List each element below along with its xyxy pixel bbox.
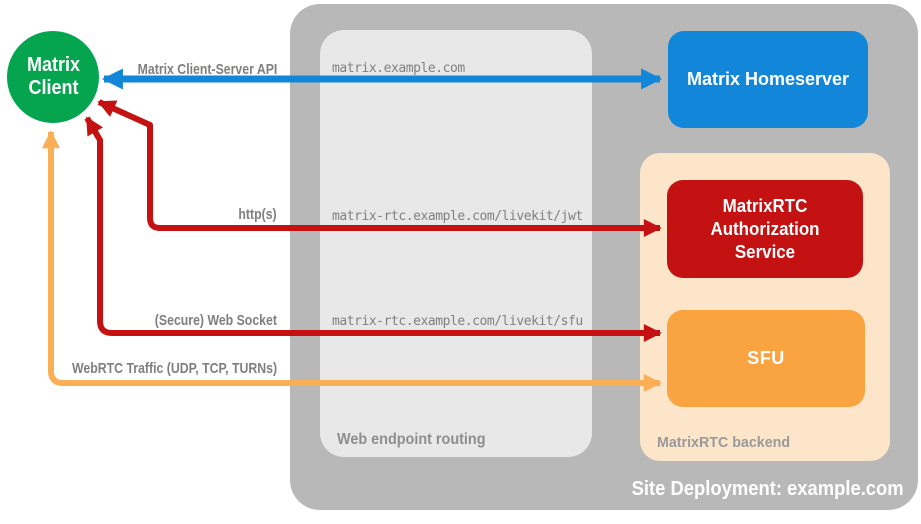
sfu-node: SFU [667, 310, 865, 407]
endpoint-matrix-example-com: matrix.example.com [332, 61, 465, 76]
site-deployment-container: matrix.example.com matrix-rtc.example.co… [290, 4, 918, 510]
client-server-api-arrow-label: Matrix Client-Server API [137, 61, 277, 78]
webrtc-arrow-label: WebRTC Traffic (UDP, TCP, TURNs) [71, 360, 277, 377]
http-arrow-label: http(s) [238, 206, 277, 223]
matrixrtc-backend-container: MatrixRTC Authorization Service SFU Matr… [640, 153, 890, 461]
auth-service-label-line1: MatrixRTC [722, 195, 808, 216]
site-deployment-label: Site Deployment: example.com [631, 478, 904, 500]
endpoint-livekit-sfu: matrix-rtc.example.com/livekit/sfu [332, 314, 583, 329]
matrix-homeserver-node: Matrix Homeserver [668, 31, 868, 128]
matrix-client-label-line1: Matrix [26, 54, 80, 76]
matrix-client-node: Matrix Client [7, 31, 99, 123]
websocket-arrow-label: (Secure) Web Socket [154, 312, 277, 329]
auth-service-label-line3: Service [734, 241, 796, 262]
matrix-client-label-line2: Client [27, 77, 79, 99]
endpoint-livekit-jwt: matrix-rtc.example.com/livekit/jwt [332, 209, 583, 224]
sfu-label: SFU [747, 348, 785, 368]
matrixrtc-backend-label: MatrixRTC backend [657, 434, 791, 451]
matrix-homeserver-label: Matrix Homeserver [686, 69, 850, 89]
matrixrtc-authorization-service-node: MatrixRTC Authorization Service [667, 180, 863, 278]
web-endpoint-routing-label: Web endpoint routing [337, 431, 486, 448]
web-endpoint-routing-box: matrix.example.com matrix-rtc.example.co… [320, 30, 592, 457]
auth-service-label-line2: Authorization [710, 218, 820, 239]
